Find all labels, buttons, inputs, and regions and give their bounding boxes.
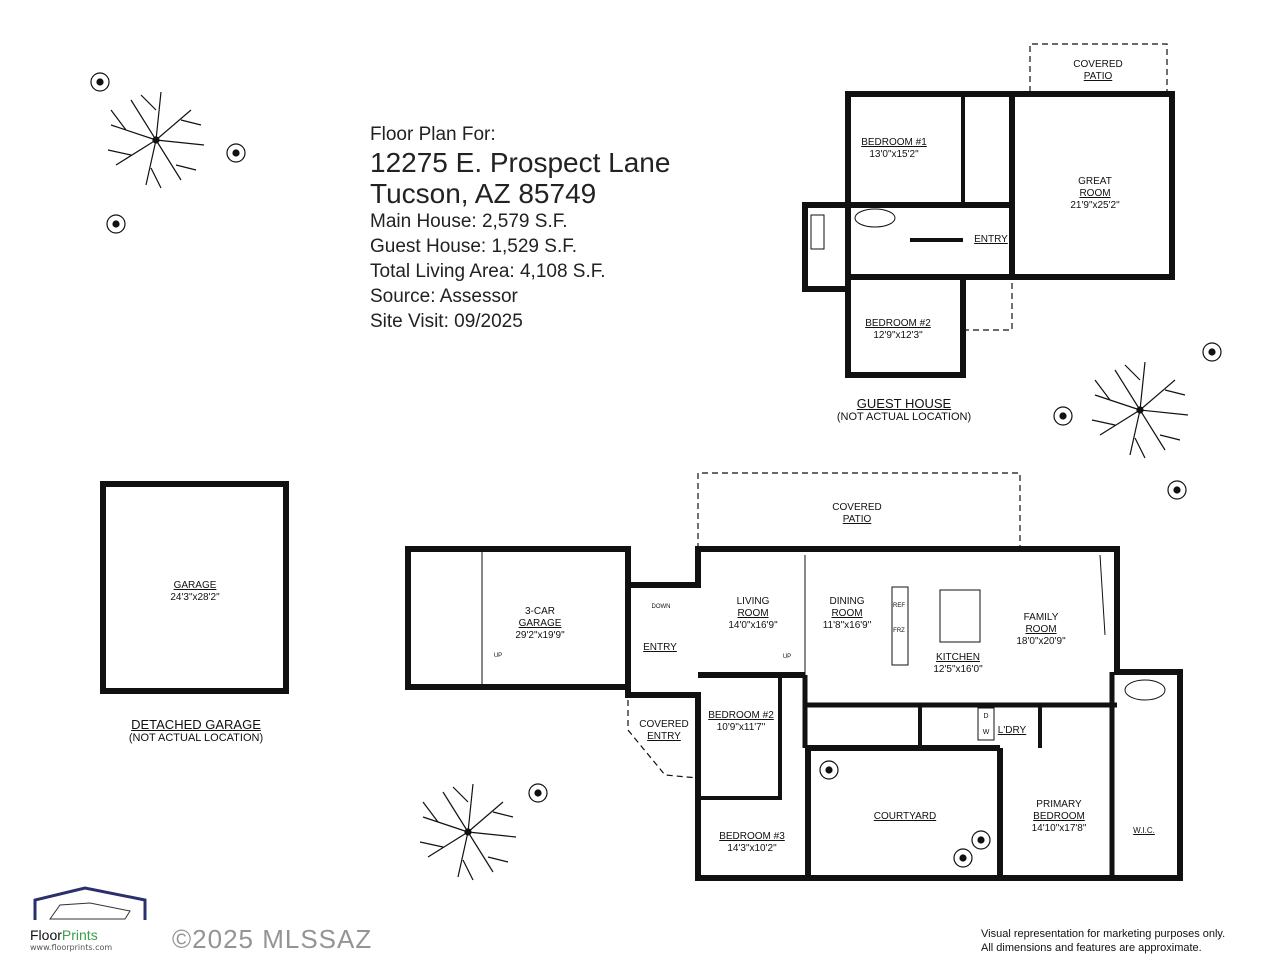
ref-annotation: REF	[893, 603, 905, 609]
shrub-icon	[226, 143, 246, 163]
guest-house-caption: GUEST HOUSE(NOT ACTUAL LOCATION)	[836, 396, 972, 423]
logo-url: www.floorprints.com	[30, 943, 113, 952]
address-line-1: 12275 E. Prospect Lane	[370, 147, 671, 178]
shrub-icon	[90, 72, 110, 92]
shrub-icon	[1167, 480, 1187, 500]
site-visit: Site Visit: 09/2025	[370, 311, 523, 332]
tree-icon	[1091, 361, 1189, 459]
property-header: Floor Plan For: 12275 E. Prospect Lane T…	[370, 122, 670, 334]
up-annotation: UP	[493, 653, 503, 659]
total-living-area: Total Living Area: 4,108 S.F.	[370, 261, 606, 282]
garage-walls	[405, 546, 631, 690]
watermark: ©2025 MLSSAZ	[172, 924, 373, 954]
shrub-icon	[819, 760, 839, 780]
walls	[100, 91, 1183, 881]
disclaimer: Visual representation for marketing purp…	[981, 928, 1226, 954]
header-title: Floor Plan For:	[370, 124, 496, 145]
shrub-icon	[528, 783, 548, 803]
floorprints-logo: FloorPrints www.floorprints.com	[30, 885, 160, 952]
guest-house-area: Guest House: 1,529 S.F.	[370, 236, 578, 257]
tree-icon	[107, 91, 205, 189]
shrub-icon	[971, 830, 991, 850]
shrub-icon	[1053, 406, 1073, 426]
address-line-2: Tucson, AZ 85749	[370, 178, 597, 209]
tree-icon	[419, 783, 517, 881]
down-annotation: DOWN	[651, 604, 671, 610]
covered-areas	[627, 43, 1168, 779]
courtyard-label: COURTYARD	[873, 811, 937, 822]
laundry-label: L'DRY	[997, 725, 1027, 736]
shrub-icon	[106, 214, 126, 234]
washer-annotation: W	[982, 729, 990, 736]
dryer-annotation: D	[983, 713, 989, 720]
logo-brand: FloorPrints	[30, 927, 98, 943]
trees	[90, 72, 1222, 881]
shrub-icon	[953, 848, 973, 868]
shrub-icon	[1202, 342, 1222, 362]
detached-garage-walls	[100, 481, 289, 694]
frz-annotation: FRZ	[893, 628, 905, 634]
gh-entry-label: ENTRY	[974, 234, 1008, 245]
detached-garage-caption: DETACHED GARAGE(NOT ACTUAL LOCATION)	[128, 717, 264, 744]
source: Source: Assessor	[370, 286, 518, 307]
walk-in-closet-label: W.I.C.	[1133, 826, 1155, 835]
entry-label: ENTRY	[643, 642, 677, 653]
interior-lines	[481, 208, 1166, 741]
house-logo-icon	[33, 886, 147, 920]
up-annotation: UP	[782, 654, 792, 660]
main-house-area: Main House: 2,579 S.F.	[370, 211, 568, 232]
